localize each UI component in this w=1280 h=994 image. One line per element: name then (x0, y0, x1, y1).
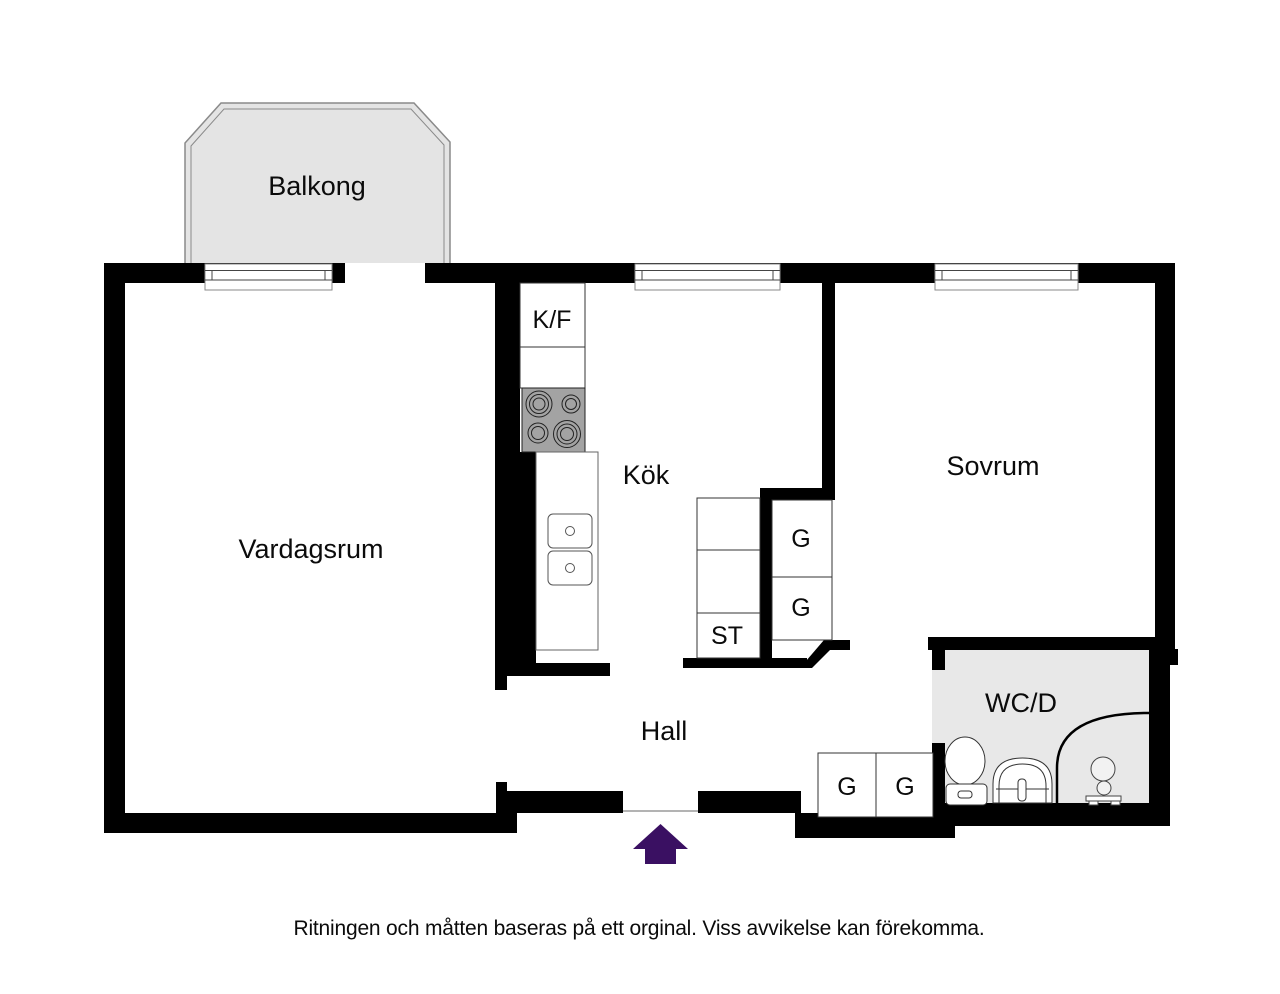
fridge-freezer-label: K/F (533, 306, 572, 334)
wardrobe-hall-1-label: G (837, 773, 856, 801)
sink-drain-2 (565, 563, 575, 573)
wall-kitchen-west-lower (495, 452, 536, 663)
kitchen-cabinet (519, 346, 586, 389)
wardrobe-bedroom-2-box (771, 576, 833, 641)
shower-door-swing-arc (1055, 711, 1150, 803)
shower-mixer (1085, 756, 1122, 806)
wardrobe-hall-1-box (817, 752, 877, 818)
toilet (944, 736, 988, 806)
pantry-cabinet (696, 612, 761, 659)
wall-left (104, 263, 125, 833)
washbasin (992, 757, 1053, 804)
stove (521, 387, 586, 453)
wardrobe-bedroom-2-label: G (791, 594, 810, 622)
wall-right-notch (1170, 649, 1178, 665)
wall-pantry-south (683, 658, 807, 668)
walls (104, 263, 1178, 838)
balcony-door-opening (345, 263, 425, 283)
labels: Balkong Vardagsrum Kök Sovrum Hall WC/D … (238, 171, 1057, 801)
pantry-label: ST (711, 622, 743, 650)
wall-right-upper (1155, 263, 1175, 637)
wall-bedroom-southwest (760, 488, 835, 500)
wall-kitchen-west-upper (495, 283, 520, 452)
wall-bathroom-north (928, 637, 1175, 650)
wall-bathroom-south (928, 803, 1168, 826)
wall-kitchen-south (495, 663, 610, 676)
wall-bathroom-door-jamb (932, 650, 945, 670)
wardrobe-bedroom-1-label: G (791, 525, 810, 553)
balcony-label: Balkong (268, 171, 366, 201)
kitchen-fittings (519, 282, 761, 659)
wall-bedroom-west-lower (760, 500, 772, 668)
windows (204, 263, 1079, 291)
wall-living-door-jamb-top (495, 676, 507, 690)
wall-diagonal (800, 640, 850, 668)
wardrobes (771, 499, 934, 818)
wall-hall-south-right (698, 791, 801, 813)
kitchen-counter-sink (535, 451, 599, 651)
wall-right-lower (1149, 650, 1170, 826)
window-kitchen (634, 263, 781, 291)
living-room-label: Vardagsrum (238, 534, 383, 564)
disclaimer-text: Ritningen och måtten baseras på ett orgi… (293, 917, 984, 940)
wall-bedroom-west-upper (822, 283, 835, 500)
wall-living-door-jamb-bottom (496, 782, 507, 792)
fridge-freezer-cabinet (519, 282, 586, 348)
pantry-column (696, 497, 761, 659)
bathroom-fixtures (944, 711, 1150, 806)
bedroom-label: Sovrum (946, 451, 1039, 481)
wardrobe-hall-2-box (875, 752, 934, 818)
wall-hall-south-left (507, 791, 623, 813)
kitchen-label: Kök (623, 460, 670, 490)
window-bedroom (934, 263, 1079, 291)
hall-label: Hall (641, 716, 688, 746)
window-living-room (204, 263, 333, 291)
wall-bottom-living (104, 813, 517, 833)
wardrobe-bedroom-1-box (771, 499, 833, 578)
wall-bathroom-west (932, 743, 945, 813)
sink-drain-1 (565, 526, 575, 536)
wardrobe-hall-2-label: G (895, 773, 914, 801)
bathroom-doorway-floor (932, 670, 945, 743)
entrance-arrow-icon (633, 824, 688, 864)
bathroom-label: WC/D (985, 688, 1057, 718)
